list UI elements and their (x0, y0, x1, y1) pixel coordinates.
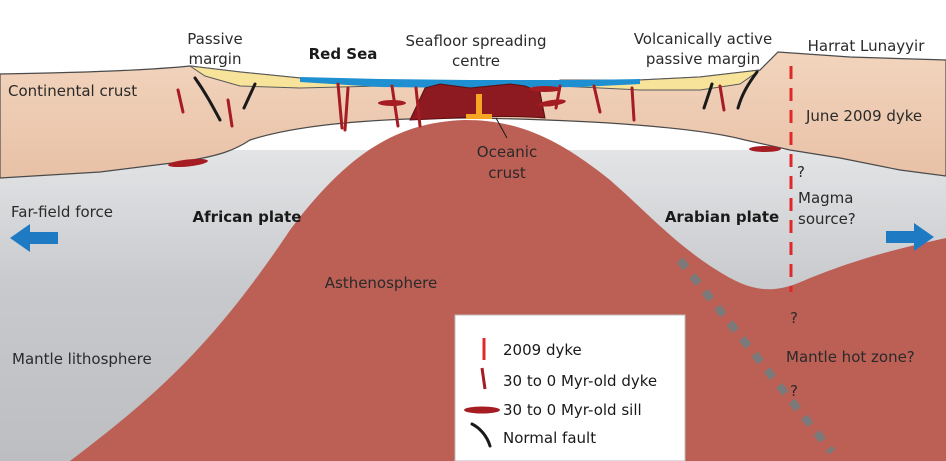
seafloor-label-line1: Seafloor spreading (406, 32, 547, 50)
red-sea-water (300, 77, 640, 88)
passive-margin-label-line2: margin (189, 50, 242, 68)
old-dyke-4 (343, 86, 350, 132)
old-dyke-6 (414, 86, 422, 128)
old-dyke-2 (226, 98, 234, 128)
oceanic-crust-pointer (495, 117, 508, 139)
question-mark-1: ? (797, 163, 805, 181)
fault-right-1 (702, 82, 714, 110)
question-mark-3: ? (790, 382, 798, 400)
far-field-force-label: Far-field force (11, 203, 113, 221)
mantle-lithosphere-label: Mantle lithosphere (12, 350, 152, 368)
asthenosphere-label: Asthenosphere (325, 274, 438, 292)
far-field-arrow-right (886, 223, 934, 251)
question-mark-2: ? (790, 309, 798, 327)
legend-item-old-dyke: 30 to 0 Myr-old dyke (480, 367, 657, 390)
normal-faults (193, 70, 759, 122)
legend-label-sill: 30 to 0 Myr-old sill (503, 401, 642, 419)
african-plate-label: African plate (193, 208, 302, 226)
old-dyke-9 (630, 86, 636, 122)
fault-right-2 (736, 70, 759, 110)
oceanic-crust-label-line2: crust (488, 164, 526, 182)
spreading-centre-base (466, 114, 492, 119)
magma-source-label-line2: source? (798, 210, 856, 228)
legend-label-normal-fault: Normal fault (503, 429, 596, 447)
volcanic-margin-label-line1: Volcanically active (634, 30, 773, 48)
old-dyke-8 (592, 84, 602, 114)
passive-margin-label-line1: Passive (187, 30, 242, 48)
old-dykes (176, 82, 726, 132)
fault-left-2 (242, 82, 257, 110)
fault-left-1 (193, 76, 222, 122)
legend-label-old-dyke: 30 to 0 Myr-old dyke (503, 372, 657, 390)
legend-item-normal-fault: Normal fault (470, 422, 596, 448)
legend-symbol-sill (464, 406, 500, 414)
sills (168, 86, 781, 168)
sill-4 (529, 86, 561, 92)
sill-3 (538, 99, 566, 107)
asthenosphere-dome (70, 120, 946, 461)
spreading-centre-vent (476, 94, 482, 116)
old-dyke-3 (336, 82, 344, 130)
legend-label-2009-dyke: 2009 dyke (503, 341, 582, 359)
legend-symbol-normal-fault (470, 422, 492, 448)
slab-dotted-line (676, 257, 836, 455)
old-dyke-10 (718, 84, 726, 112)
legend: 2009 dyke 30 to 0 Myr-old dyke 30 to 0 M… (454, 314, 686, 461)
legend-symbol-old-dyke (480, 367, 487, 390)
harrat-lunayyir-label: Harrat Lunayyir (808, 37, 926, 55)
continental-crust-label: Continental crust (8, 82, 137, 100)
mantle-hot-zone-label: Mantle hot zone? (786, 348, 915, 366)
old-dyke-1 (176, 88, 185, 114)
arabian-plate-label: Arabian plate (665, 208, 779, 226)
old-dyke-5 (390, 84, 400, 128)
sill-2 (378, 100, 406, 106)
sill-1 (168, 158, 208, 168)
legend-item-sill: 30 to 0 Myr-old sill (464, 401, 642, 419)
legend-box (454, 314, 686, 461)
magma-source-label-line1: Magma (798, 189, 853, 207)
sill-5 (749, 146, 781, 152)
red-sea-label: Red Sea (309, 45, 378, 63)
legend-item-2009-dyke: 2009 dyke (482, 338, 582, 360)
seafloor-label-line2: centre (452, 52, 500, 70)
far-field-arrow-left (10, 224, 58, 252)
oceanic-crust-label-line1: Oceanic (477, 143, 537, 161)
volcanic-margin-label-line2: passive margin (646, 50, 760, 68)
june-2009-dyke-label: June 2009 dyke (805, 107, 922, 125)
